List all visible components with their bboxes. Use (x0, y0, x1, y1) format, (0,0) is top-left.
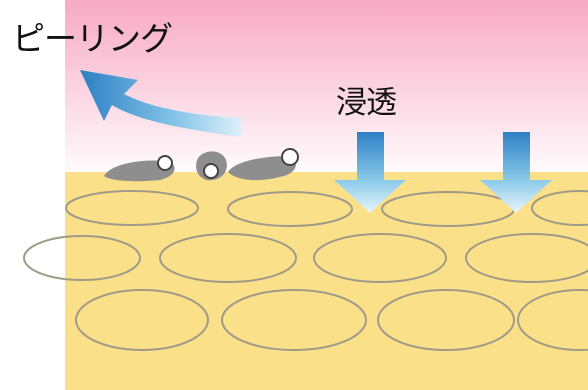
skin-layer (65, 172, 588, 390)
skin-cell-icon (313, 233, 447, 283)
peeling-label: ピーリング (12, 19, 173, 58)
skin-cell-icon (221, 289, 367, 351)
skin-cell-icon (377, 289, 515, 351)
dead-skin-flake-icon (104, 155, 175, 182)
sky-background (65, 0, 588, 180)
dead-skin-flake-icon (196, 151, 227, 181)
skin-cell-icon (227, 191, 353, 227)
skin-cell-icon (517, 289, 588, 351)
skin-cell-icon (65, 190, 199, 226)
down-arrow-icon (480, 132, 552, 213)
dead-skin-flakes (104, 148, 299, 182)
penetration-label: 浸透 (336, 85, 397, 121)
skin-cell-icon (531, 190, 588, 226)
down-arrow-icon (334, 132, 406, 213)
dead-skin-flake-icon (228, 148, 299, 181)
skin-cell-icon (23, 235, 141, 281)
curved-arrow-icon (80, 70, 242, 137)
skin-cells (23, 190, 588, 351)
skin-cell-icon (75, 289, 209, 351)
skin-cell-icon (465, 233, 588, 283)
skin-cell-icon (159, 233, 297, 283)
